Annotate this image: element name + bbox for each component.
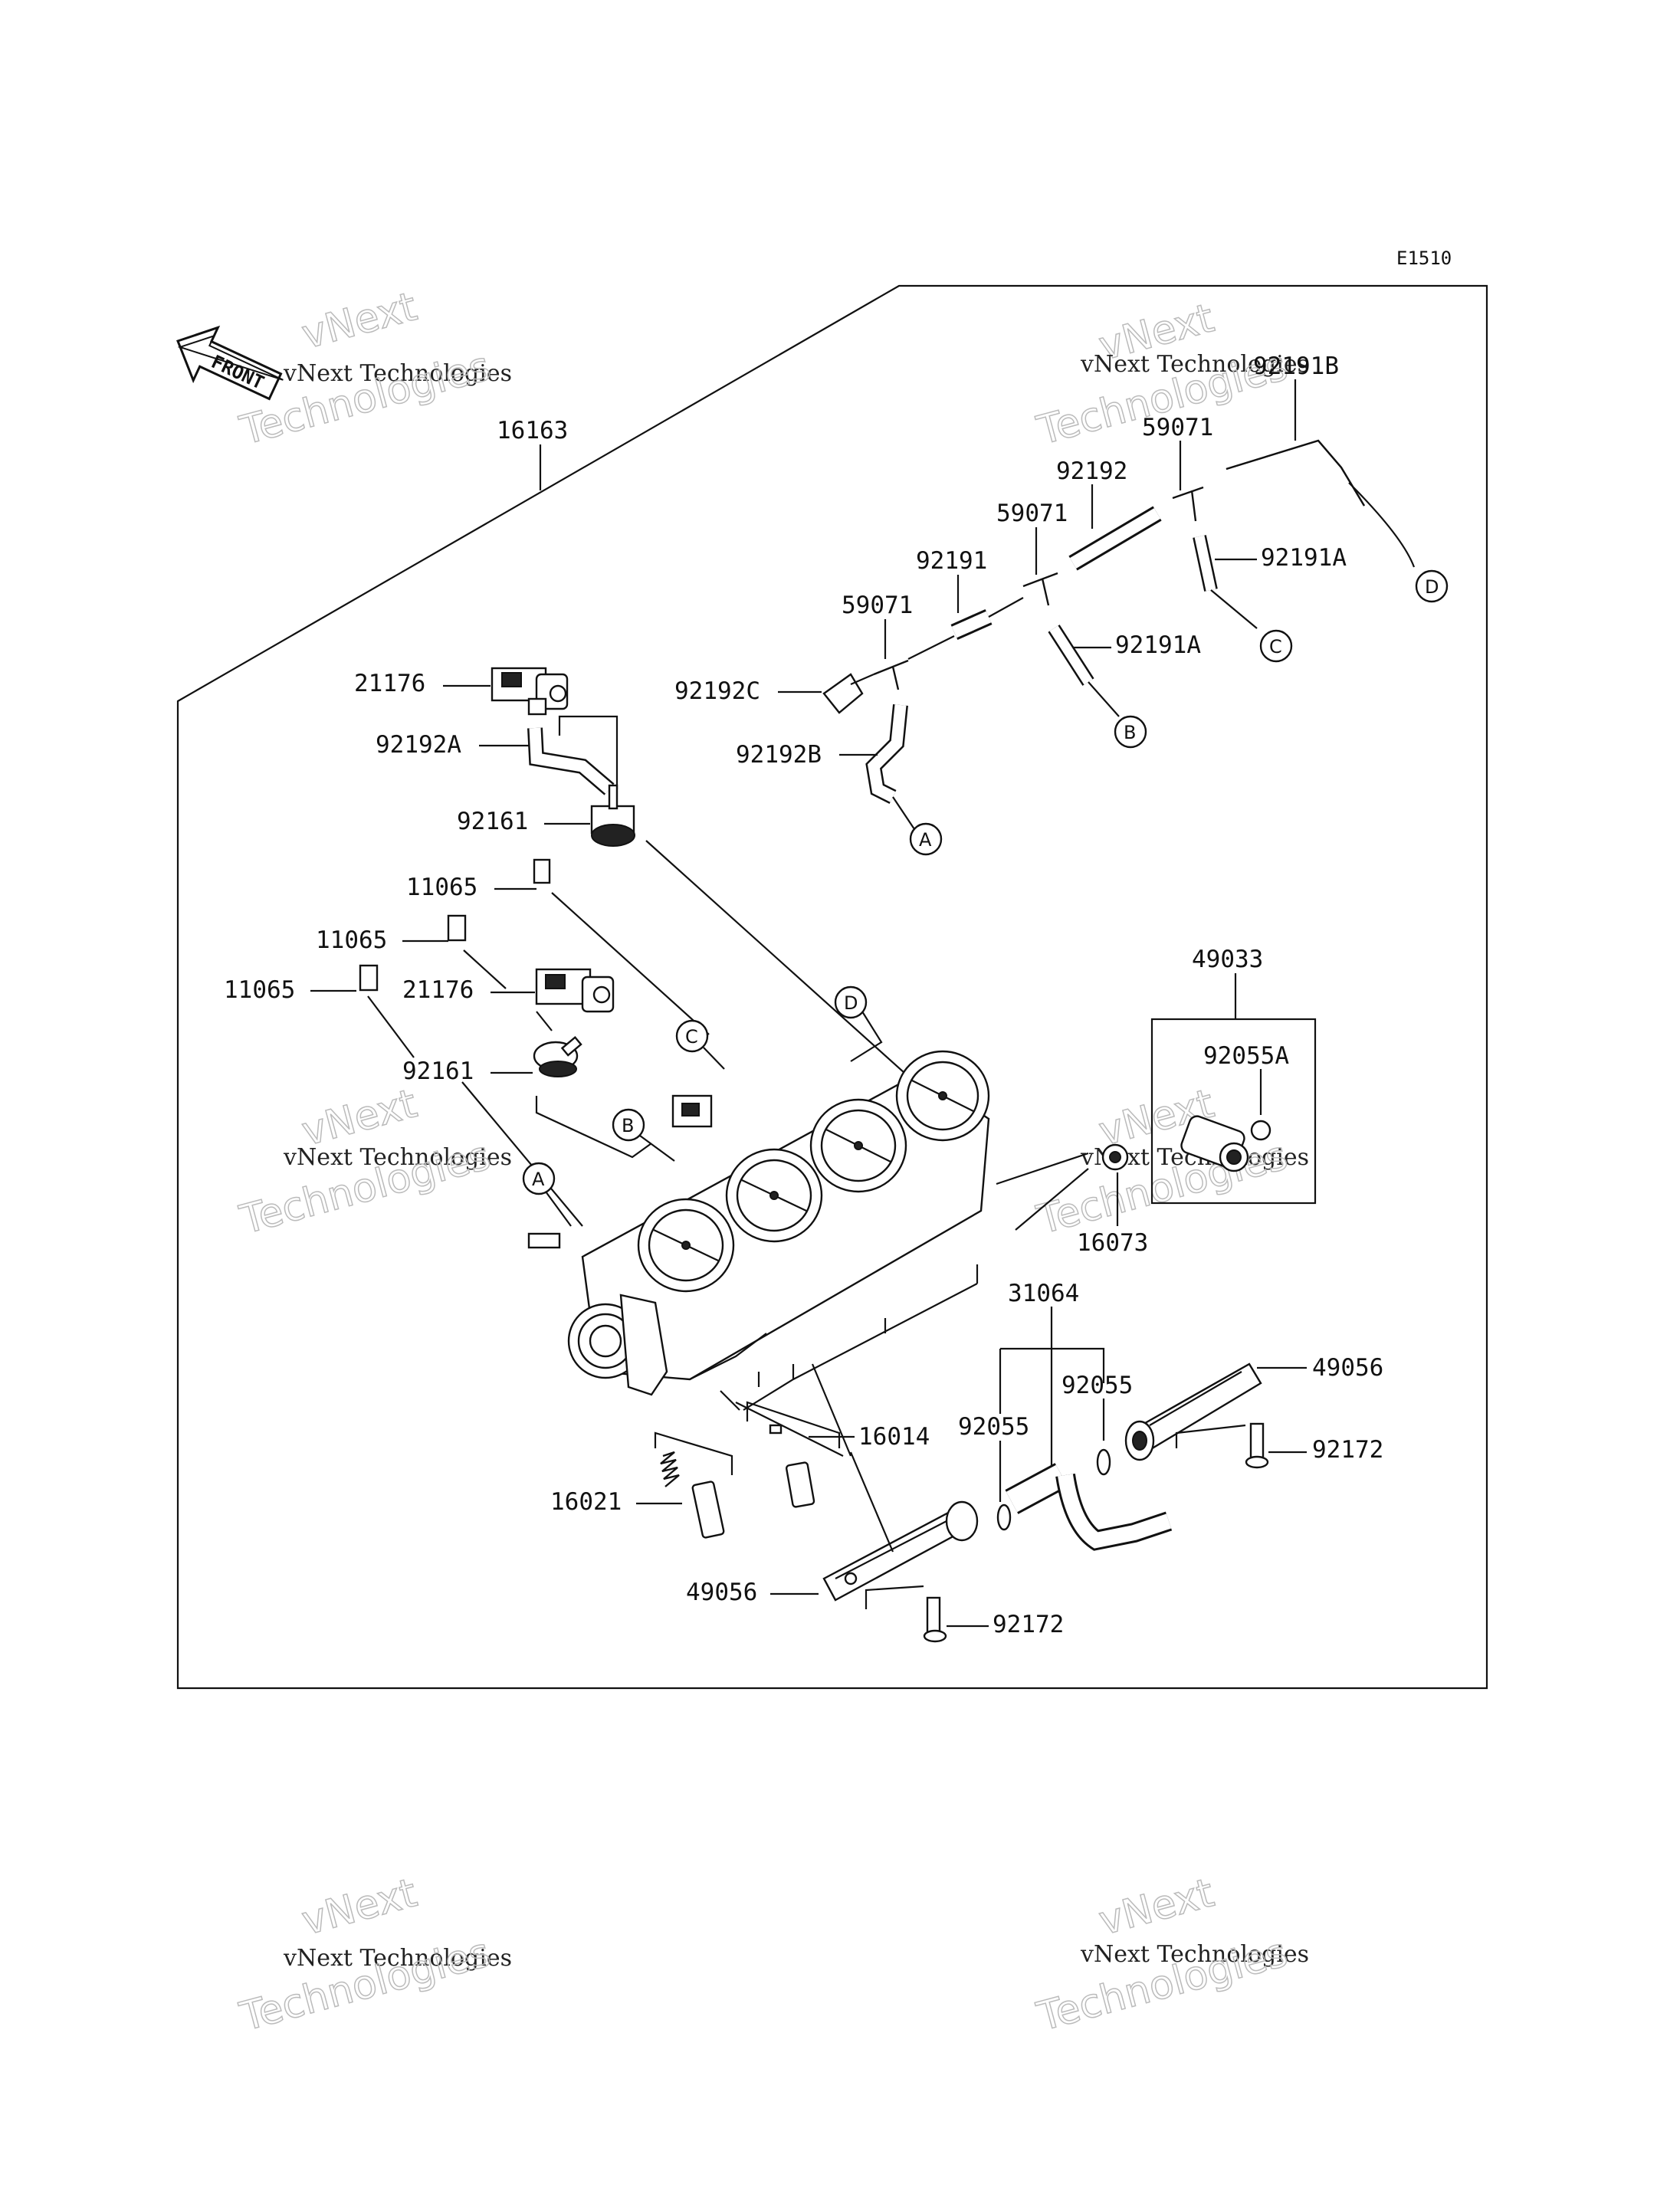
label-49056-right: 49056 bbox=[1312, 1354, 1383, 1382]
fuel-pipe-31064 bbox=[1005, 1463, 1173, 1551]
label-92055-right: 92055 bbox=[1061, 1372, 1133, 1399]
label-49056-left: 49056 bbox=[686, 1579, 757, 1606]
label-92191: 92191 bbox=[916, 547, 987, 575]
fitting-11065-c bbox=[359, 964, 379, 992]
svg-text:A: A bbox=[532, 1169, 545, 1190]
svg-text:vNext Technologies: vNext Technologies bbox=[1080, 1941, 1309, 1968]
svg-text:C: C bbox=[685, 1026, 698, 1048]
diagram-code: E1510 bbox=[1396, 248, 1452, 269]
fitting-92161-top bbox=[590, 784, 635, 847]
label-21176-top: 21176 bbox=[354, 670, 425, 697]
watermark-top-left: vNext vNext Technologies Technologies bbox=[235, 284, 512, 455]
screw-16014 bbox=[769, 1424, 815, 1508]
spring-16021 bbox=[660, 1451, 725, 1539]
callout-C-mid: C bbox=[675, 1019, 709, 1053]
svg-text:A: A bbox=[919, 829, 932, 851]
callout-C-top: C bbox=[1259, 629, 1293, 663]
svg-text:vNext Technologies: vNext Technologies bbox=[283, 1144, 512, 1171]
label-92192A: 92192A bbox=[376, 731, 461, 759]
assembly-frame bbox=[176, 284, 1488, 1690]
sensor-21176-top bbox=[491, 667, 569, 716]
svg-text:B: B bbox=[622, 1115, 634, 1136]
callout-D-mid: D bbox=[834, 985, 868, 1019]
injector-49033 bbox=[1180, 1115, 1249, 1172]
label-92191A-right: 92191A bbox=[1261, 544, 1347, 572]
svg-text:vNext: vNext bbox=[297, 1870, 422, 1944]
label-59071-left: 59071 bbox=[842, 592, 913, 619]
label-11065-a: 11065 bbox=[406, 874, 477, 901]
svg-text:vNext Technologies: vNext Technologies bbox=[283, 1945, 512, 1972]
fitting-11065-a bbox=[533, 858, 551, 884]
label-92172-right: 92172 bbox=[1312, 1436, 1383, 1464]
label-92191B: 92191B bbox=[1253, 353, 1339, 380]
label-16014: 16014 bbox=[858, 1423, 930, 1451]
cap-16073 bbox=[1101, 1143, 1129, 1171]
label-59071-top: 59071 bbox=[1142, 414, 1213, 441]
callout-B-mid: B bbox=[612, 1108, 645, 1142]
t-joint-59071-top bbox=[1172, 486, 1204, 522]
watermark-mid-left: vNext vNext Technologies Technologies bbox=[235, 1080, 512, 1244]
label-92172-left: 92172 bbox=[993, 1611, 1064, 1638]
o-ring-92055-right bbox=[1096, 1448, 1111, 1476]
label-21176-mid: 21176 bbox=[402, 976, 474, 1004]
svg-text:B: B bbox=[1124, 722, 1136, 743]
t-joint-59071-left bbox=[873, 659, 909, 690]
callout-A-mid: A bbox=[522, 1162, 556, 1195]
watermark-bottom-left: vNext vNext Technologies Technologies bbox=[235, 1870, 512, 2041]
svg-text:D: D bbox=[844, 992, 858, 1014]
svg-text:vNext: vNext bbox=[297, 284, 422, 358]
callout-B-top: B bbox=[1114, 715, 1147, 749]
t-joint-59071-mid bbox=[1022, 572, 1058, 606]
callout-A-top: A bbox=[909, 822, 943, 856]
label-16073: 16073 bbox=[1077, 1229, 1148, 1257]
svg-text:C: C bbox=[1269, 636, 1282, 657]
svg-text:vNext: vNext bbox=[1094, 1870, 1219, 1944]
label-92161-mid: 92161 bbox=[402, 1058, 474, 1085]
label-92055-left: 92055 bbox=[958, 1413, 1029, 1441]
cap-92192C bbox=[822, 673, 864, 714]
screw-92172-right bbox=[1245, 1422, 1269, 1469]
label-92055A: 92055A bbox=[1203, 1042, 1289, 1070]
label-11065-c: 11065 bbox=[224, 976, 295, 1004]
sensor-21176-mid bbox=[535, 968, 615, 1013]
label-11065-b: 11065 bbox=[316, 926, 387, 954]
watermark-bottom-right: vNext vNext Technologies Technologies bbox=[1032, 1870, 1309, 2041]
svg-text:vNext Technologies: vNext Technologies bbox=[1080, 351, 1309, 378]
callout-D-top: D bbox=[1415, 569, 1449, 603]
svg-text:vNext Technologies: vNext Technologies bbox=[283, 360, 512, 387]
label-92192: 92192 bbox=[1056, 457, 1127, 485]
injector-box-49033 bbox=[1150, 1018, 1317, 1205]
label-16163: 16163 bbox=[497, 417, 568, 444]
label-92192C: 92192C bbox=[674, 677, 760, 705]
label-59071-mid: 59071 bbox=[996, 500, 1068, 527]
svg-text:D: D bbox=[1425, 576, 1439, 598]
label-31064: 31064 bbox=[1008, 1280, 1079, 1307]
o-ring-92055-left bbox=[996, 1503, 1012, 1531]
label-92161-top: 92161 bbox=[457, 808, 528, 835]
fitting-92161-mid bbox=[533, 1035, 582, 1077]
label-92192B: 92192B bbox=[736, 741, 822, 769]
fuel-rail-49056-left bbox=[822, 1500, 979, 1602]
o-ring-92055A bbox=[1250, 1120, 1271, 1141]
fuel-rail-49056-right bbox=[1124, 1362, 1262, 1461]
screw-92172-left bbox=[923, 1596, 947, 1643]
fitting-11065-b bbox=[447, 914, 467, 942]
watermark-mid-right: vNext vNext Technologies Technologies bbox=[1032, 1080, 1309, 1244]
label-49033: 49033 bbox=[1192, 946, 1263, 973]
label-92191A-mid: 92191A bbox=[1115, 631, 1201, 659]
throttle-body-assembly bbox=[527, 1050, 990, 1396]
label-16021: 16021 bbox=[550, 1488, 622, 1516]
hose-92191B bbox=[1226, 439, 1366, 507]
